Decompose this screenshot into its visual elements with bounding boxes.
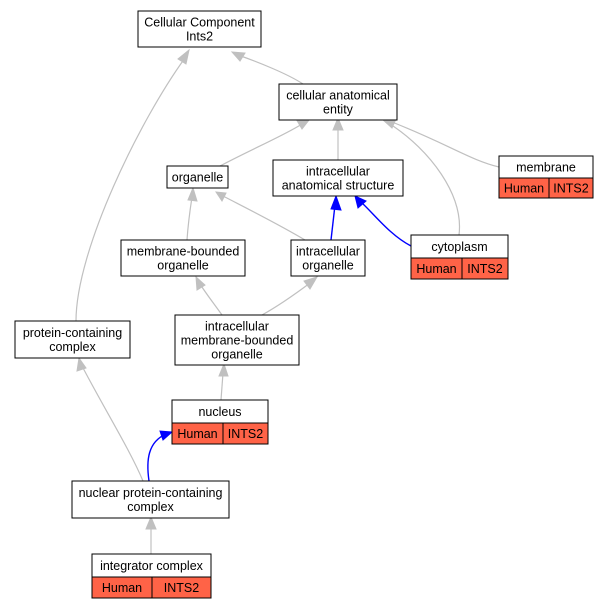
node-label-line: Cellular Component [144, 16, 255, 30]
gene-label: INTS2 [164, 581, 199, 595]
node-organelle[interactable]: organelle [166, 165, 229, 189]
node-label-line: organelle [157, 259, 208, 273]
species-label: Human [177, 427, 217, 441]
node-label-line: entity [323, 103, 354, 117]
species-label: Human [416, 262, 456, 276]
arrowhead-ias-to-cae [332, 116, 344, 131]
node-label-line: intracellular [306, 165, 370, 179]
gene-label: INTS2 [228, 427, 263, 441]
arrowhead-npcc-to-nucleus [159, 430, 174, 441]
node-label-line: organelle [172, 171, 223, 185]
edge-imbo-to-mbo [199, 283, 223, 316]
gene-cell [151, 576, 212, 599]
edges-layer [75, 48, 500, 554]
arrowhead-integrator-to-npcc [145, 515, 157, 530]
node-label-line: protein-containing [23, 326, 122, 340]
node-label-line: integrator complex [100, 559, 204, 573]
node-box [290, 239, 366, 277]
node-box [14, 320, 131, 359]
node-box [120, 239, 246, 277]
node-label-line: organelle [302, 259, 353, 273]
node-label-line: membrane-bounded [181, 334, 294, 348]
node-box [166, 165, 229, 189]
arrowhead-io-to-organelle [214, 191, 227, 202]
gene-cell [222, 422, 269, 445]
node-label-line: complex [127, 500, 174, 514]
node-label-line: membrane [516, 161, 576, 175]
node-label-line: nucleus [198, 405, 241, 419]
arrowhead-pcc-to-cc_root [177, 48, 190, 65]
edge-io-to-organelle [222, 195, 306, 241]
arrowhead-cae-to-cc_root [230, 51, 246, 62]
species-label: Human [504, 182, 544, 196]
gene-label: INTS2 [553, 182, 588, 196]
node-label-line: intracellular [296, 245, 360, 259]
edge-npcc-to-nucleus [147, 433, 167, 482]
node-label-line: complex [49, 340, 96, 354]
edge-mbo-to-organelle [186, 196, 193, 241]
arrowhead-imbo-to-mbo [195, 275, 206, 291]
node-label-line: intracellular [205, 320, 269, 334]
edge-cae-to-cc_root [237, 54, 304, 85]
gene-cell [548, 177, 594, 199]
arrowhead-npcc-to-pcc [76, 356, 87, 372]
node-label-line: nuclear protein-containing [79, 486, 223, 500]
node-label-line: Ints2 [186, 30, 213, 44]
edge-nucleus-to-imbo [220, 372, 224, 401]
node-label-line: organelle [211, 348, 262, 362]
edge-organelle-to-cae [219, 123, 303, 167]
node-label-line: cytoplasm [431, 240, 487, 254]
edge-npcc-to-pcc [81, 365, 144, 482]
edge-io-to-ias [330, 204, 336, 241]
node-label-line: membrane-bounded [127, 245, 240, 259]
edge-pcc-to-cc_root [75, 57, 186, 322]
edge-cytoplasm-to-ias [360, 201, 412, 247]
arrowhead-cytoplasm-to-ias [354, 195, 367, 209]
arrowhead-imbo-to-io [303, 276, 319, 290]
arrowhead-nucleus-to-imbo [218, 362, 229, 377]
node-label-line: anatomical structure [282, 179, 395, 193]
edge-imbo-to-io [261, 282, 311, 316]
node-box [174, 314, 300, 366]
arrowhead-io-to-ias [330, 194, 342, 211]
node-box [278, 83, 398, 121]
arrowhead-mbo-to-organelle [187, 186, 198, 202]
node-box [137, 10, 262, 48]
gene-cell [461, 257, 509, 280]
node-label-line: cellular anatomical [286, 89, 390, 103]
species-label: Human [102, 581, 142, 595]
edge-cytoplasm-to-cae [389, 123, 461, 236]
node-box [272, 159, 404, 197]
edge-membrane-to-cae [391, 121, 500, 168]
node-box [71, 480, 230, 519]
gene-label: INTS2 [467, 262, 502, 276]
